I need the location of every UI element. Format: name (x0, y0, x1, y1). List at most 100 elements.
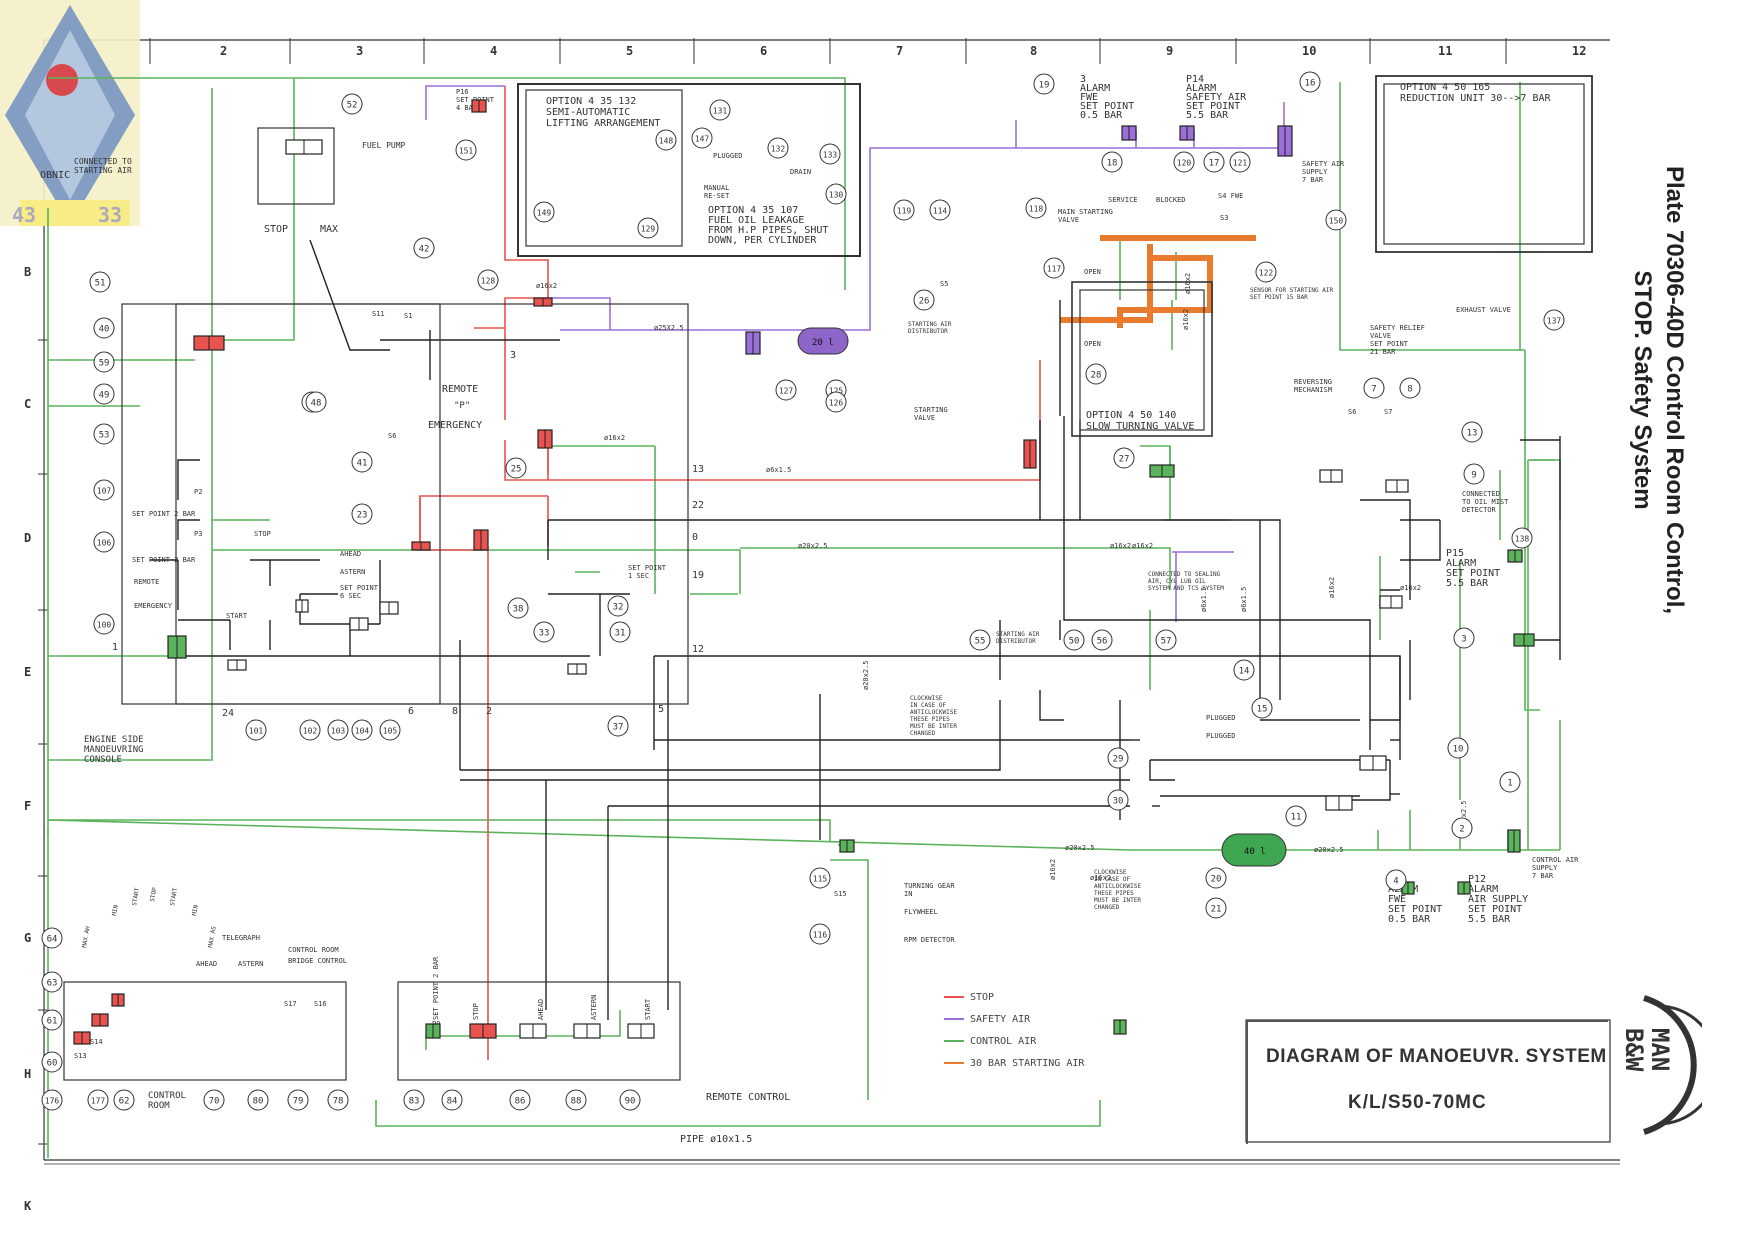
callout-circle (113, 1089, 135, 1111)
line-number: 6 (408, 706, 414, 717)
callout-circle (403, 1089, 425, 1111)
pipe-size-label: ø20x2.5 (862, 660, 870, 690)
label-labels-pipe: PIPE ø10x1.5 (680, 1134, 752, 1145)
dial-label: MAX AS (207, 925, 218, 948)
callout-circle (1085, 363, 1107, 385)
label-labels-connected_to: STARTING AIR (74, 166, 132, 175)
legend-label: SAFETY AIR (970, 1014, 1031, 1025)
pipe-size-label: ø25X2.5 (654, 324, 684, 332)
plate-title: Plate 70306-40D Control Room Control, ST… (1600, 90, 1690, 690)
callout-circle (1091, 629, 1113, 651)
callout-circle (1499, 771, 1521, 793)
grid-column-label: 7 (896, 44, 903, 58)
label-labels-clockwise2: CHANGED (1094, 904, 1120, 911)
label-labels-s16: S16 (314, 1000, 327, 1008)
pipe-size-label: ø16x2 (1132, 542, 1153, 550)
grid-row-label: E (24, 665, 31, 679)
callout-number: 88 (571, 1097, 582, 1107)
callout-circle (819, 143, 841, 165)
man-bw-logo: MAN B&W (1620, 990, 1719, 1140)
callout-number: 38 (513, 605, 524, 615)
grid-column-label: 8 (1030, 44, 1037, 58)
callout-circle (1043, 257, 1065, 279)
label-labels-stop: STOP (264, 224, 288, 235)
callout-number: 150 (1329, 217, 1344, 226)
callout-number: 49 (99, 391, 110, 401)
label-labels-p15: 5.5 BAR (1446, 578, 1489, 589)
pipe-size-label: ø16x2 (536, 282, 557, 290)
label-labels-s6: S6 (1348, 408, 1356, 416)
label-labels-alarm_fwe_1: 3 (1080, 74, 1086, 85)
callout-circle (455, 139, 477, 161)
callout-circle (1447, 737, 1469, 759)
callout-circle (351, 503, 373, 525)
callout-number: 9 (1471, 471, 1476, 481)
callout-circle (1251, 697, 1273, 719)
tank-20-label: 20 l (812, 338, 834, 348)
callout-number: 37 (613, 723, 624, 733)
remote-button-label: SET POINT 2 BAR (432, 956, 440, 1020)
watermark-emblem: 43 33 OBNIC (0, 0, 140, 227)
callout-number: 80 (253, 1097, 264, 1107)
label-option_boxes-fuel_leak: DOWN, PER CYLINDER (708, 235, 817, 246)
callout-circle (505, 457, 527, 479)
label-labels-safety_air_supply: 7 BAR (1302, 176, 1324, 184)
dial-label: MAX AH (81, 925, 92, 948)
label-labels-p14_alarm: P14 (1186, 74, 1204, 85)
callout-number: 115 (813, 875, 828, 884)
line-number: 8 (452, 706, 458, 717)
callout-circle (691, 127, 713, 149)
callout-circle (477, 269, 499, 291)
callout-number: 55 (975, 637, 986, 647)
label-labels-main_starting_valve: VALVE (1058, 216, 1079, 224)
title-block-line1: DIAGRAM OF MANOEUVR. SYSTEM (1266, 1046, 1607, 1067)
label-option_boxes-semi_auto: OPTION 4 35 132 (546, 96, 636, 107)
callout-circle (287, 1089, 309, 1111)
callout-circle (825, 183, 847, 205)
callout-number: 84 (447, 1097, 458, 1107)
callout-circle (299, 719, 321, 741)
callout-number: 127 (779, 387, 794, 396)
label-labels-fuel_pump: FUEL PUMP (362, 141, 406, 150)
callout-number: 31 (615, 629, 626, 639)
callout-circle (1255, 261, 1277, 283)
label-labels-p14_alarm: SAFETY AIR (1186, 92, 1247, 103)
callout-circle (1155, 629, 1177, 651)
callout-circle (913, 289, 935, 311)
callout-number: 19 (1039, 81, 1050, 91)
line-number: 24 (222, 708, 234, 719)
callout-number: 70 (209, 1097, 220, 1107)
label-labels-p11: 0.5 BAR (1388, 914, 1431, 925)
label-labels-flywheel: FLYWHEEL (904, 908, 938, 916)
callout-number: 59 (99, 359, 110, 369)
callout-number: 151 (459, 147, 474, 156)
label-labels-p15: P15 (1446, 548, 1464, 559)
label-option_boxes-fuel_leak: FUEL OIL LEAKAGE (708, 215, 804, 226)
callout-number: 23 (357, 511, 368, 521)
label-labels-clockwise1: CLOCKWISE (910, 695, 943, 702)
label-labels-control_air_supply: CONTROL AIR (1532, 856, 1579, 864)
grid-row-label: B (24, 265, 31, 279)
label-labels-main_starting_valve: MAIN STARTING (1058, 208, 1113, 216)
callout-number: 107 (97, 487, 112, 496)
callout-number: 42 (419, 245, 430, 255)
callout-circle (1173, 151, 1195, 173)
label-labels-p12: 5.5 BAR (1468, 914, 1511, 925)
label-labels-set_point_4bar: P16 (456, 88, 469, 96)
callout-circle (1203, 151, 1225, 173)
label-labels-clockwise2: IN CASE OF (1094, 876, 1131, 883)
callout-circle (1399, 377, 1421, 399)
label-labels-rpm_detector: RPM DETECTOR (904, 936, 955, 944)
label-labels-p11: SET POINT (1388, 904, 1442, 915)
callout-circle (709, 99, 731, 121)
callout-circle (327, 719, 349, 741)
label-labels-starting_air_distributor: STARTING AIR (908, 321, 952, 328)
label-labels-open1: OPEN (1084, 268, 1101, 276)
callout-circle (351, 719, 373, 741)
label-labels-p14_alarm: SET POINT (1186, 101, 1240, 112)
label-labels-max: MAX (320, 224, 338, 235)
watermark-text: OBNIC (40, 170, 70, 181)
callout-circle (379, 719, 401, 741)
grid-column-label: 11 (1438, 44, 1452, 58)
